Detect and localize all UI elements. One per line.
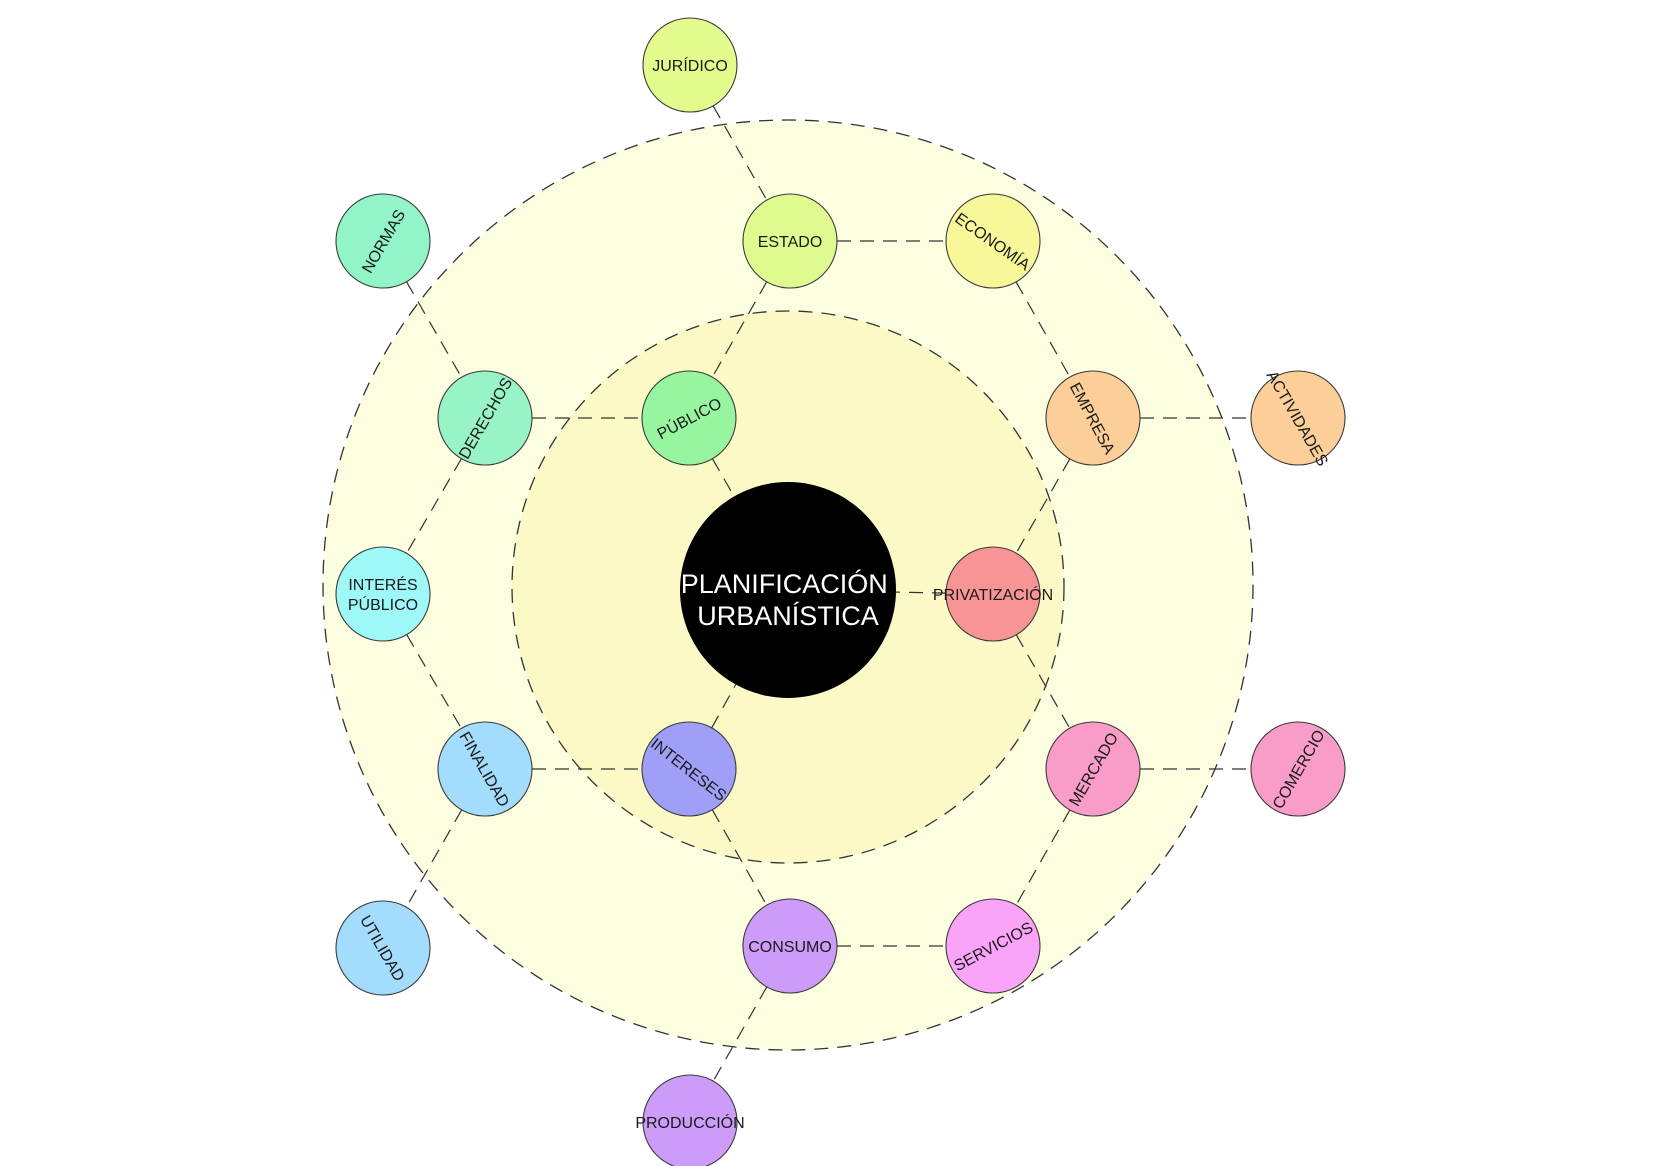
link-juridico-estado	[712, 105, 768, 201]
link-empresa-privatizacion	[1015, 458, 1071, 554]
node-estado-circle	[742, 193, 838, 289]
link-finalidad-utilidad	[405, 809, 463, 908]
node-derechos-circle	[437, 370, 533, 466]
link-interes_publico-finalidad	[406, 634, 462, 729]
node-juridico: JURÍDICO	[642, 17, 738, 113]
node-juridico-circle	[642, 17, 738, 113]
node-juridico-label: JURÍDICO	[652, 56, 728, 75]
center-title-line-1: PLANIFICACIÓN	[681, 568, 888, 599]
link-mercado-servicios	[1015, 809, 1071, 906]
node-mercado-circle	[1045, 721, 1141, 817]
node-estado-label: ESTADO	[758, 234, 823, 251]
node-intereses: INTERESES	[641, 721, 737, 817]
node-consumo-label: CONSUMO	[748, 939, 832, 956]
node-mercado: MERCADO	[1045, 721, 1141, 817]
node-consumo-circle	[742, 898, 838, 994]
link-privatizacion-center	[895, 591, 947, 594]
node-economia-circle	[945, 193, 1041, 289]
node-estado: ESTADO	[742, 193, 838, 289]
node-utilidad: UTILIDAD	[335, 900, 431, 996]
link-derechos-interes_publico	[406, 458, 462, 554]
node-comercio: COMERCIO	[1250, 721, 1346, 817]
node-servicios: SERVICIOS	[945, 898, 1041, 994]
center-title: PLANIFICACIÓN URBANÍSTICA	[681, 568, 896, 631]
node-finalidad-circle	[437, 721, 533, 817]
node-publico: PÚBLICO	[641, 370, 737, 466]
link-consumo-produccion	[712, 986, 768, 1082]
center-circle	[680, 482, 896, 698]
node-privatizacion: PRIVATIZACIÓN	[933, 546, 1053, 642]
node-privatizacion-label: PRIVATIZACIÓN	[933, 585, 1053, 604]
link-normas-derechos	[405, 281, 463, 378]
node-actividades: ACTIVIDADES	[1250, 368, 1346, 469]
node-derechos: DERECHOS	[437, 370, 533, 466]
node-consumo: CONSUMO	[742, 898, 838, 994]
center-title-line-2: URBANÍSTICA	[697, 601, 879, 631]
node-privatizacion-circle	[945, 546, 1041, 642]
node-servicios-circle	[945, 898, 1041, 994]
node-produccion-circle	[642, 1074, 738, 1166]
link-estado-publico	[711, 281, 768, 378]
node-actividades-circle	[1250, 370, 1346, 466]
link-intereses-center	[711, 684, 737, 729]
node-produccion: PRODUCCIÓN	[635, 1074, 745, 1166]
node-produccion-label: PRODUCCIÓN	[635, 1113, 744, 1132]
node-economia: ECONOMÍA	[945, 193, 1041, 289]
node-finalidad: FINALIDAD	[437, 721, 533, 817]
node-empresa: EMPRESA	[1045, 370, 1141, 466]
node-empresa-circle	[1045, 370, 1141, 466]
node-interes-publico-circle	[335, 546, 431, 642]
node-utilidad-circle	[335, 900, 431, 996]
node-intereses-circle	[641, 721, 737, 817]
link-economia-empresa	[1015, 281, 1071, 378]
node-publico-circle	[641, 370, 737, 466]
node-normas-circle	[335, 193, 431, 289]
node-comercio-circle	[1250, 721, 1346, 817]
link-publico-center	[711, 458, 735, 497]
link-intereses-consumo	[711, 809, 768, 906]
center-node: PLANIFICACIÓN URBANÍSTICA	[680, 482, 896, 698]
node-normas: NORMAS	[335, 193, 431, 289]
link-privatizacion-mercado	[1015, 634, 1071, 729]
connector-lines	[405, 105, 1251, 1082]
